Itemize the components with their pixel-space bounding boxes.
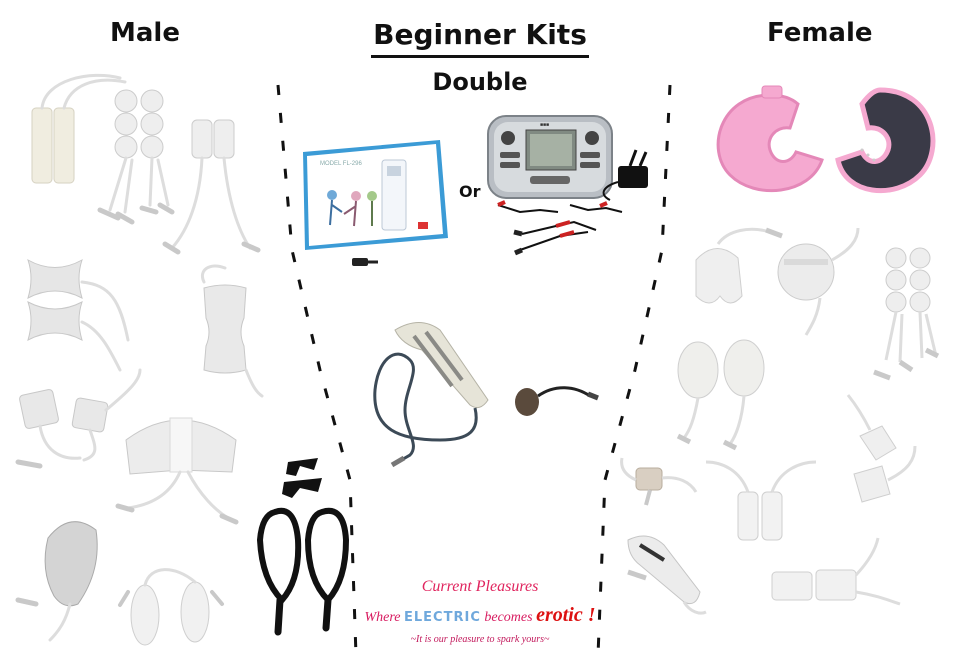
hourglass-pad [201,264,264,398]
brand-tag-where: Where [364,610,401,625]
large-pad [115,417,239,525]
saddle-pad [695,227,783,304]
female-electrodes [620,85,940,615]
power-adapter [602,149,648,201]
brand-tagline: Where ELECTRIC becomes erotic ! [345,604,615,627]
female-round-pads [873,247,940,381]
svg-text:■■■: ■■■ [540,122,549,128]
round-pad-stack [97,89,175,225]
dark-pad [835,87,936,194]
page-subtitle: Double [432,68,528,96]
butterfly-pads [27,258,130,372]
brand-name: Current Pleasures [345,578,615,596]
round-pad [777,227,860,336]
rectangle-pads [771,537,901,606]
small-pad-pair [162,119,261,255]
male-electrodes [15,73,350,646]
page-title-text: Beginner Kits [371,18,589,58]
heart-pads [846,394,917,503]
digital-unit: ■■■ [487,115,613,199]
center-devices: MODEL FL-296 ■■ [303,115,648,468]
square-pads [15,368,142,469]
mesh-pad [15,521,98,642]
female-heading: Female [767,18,873,48]
brand-tag-erotic: erotic ! [536,604,596,626]
probe [373,322,489,468]
small-probe [515,386,599,416]
brand-tag-electric: ELECTRIC [404,610,481,625]
brand-motto: ~It is our pleasure to spark yours~ [410,634,550,645]
female-long-pads [705,460,817,541]
or-label: Or [459,182,481,201]
device-box-model-label: MODEL FL-296 [320,161,362,167]
oval-pads [118,568,224,646]
lead-wires [497,200,623,256]
adapter-plug [352,258,378,266]
clip-pad [620,457,698,506]
pink-pad [716,85,824,193]
right-divider [596,84,672,656]
insert-probe [627,535,707,615]
male-heading: Male [110,18,180,48]
brand-tag-becomes: becomes [484,610,533,625]
device-box: MODEL FL-296 [303,140,448,250]
left-divider [276,84,358,656]
female-oval-pads [676,339,765,451]
long-pad-pair [31,73,127,184]
brand-name-text: Current Pleasures [421,578,539,595]
page-title: Beginner Kits [0,18,960,58]
black-loops [256,458,350,636]
